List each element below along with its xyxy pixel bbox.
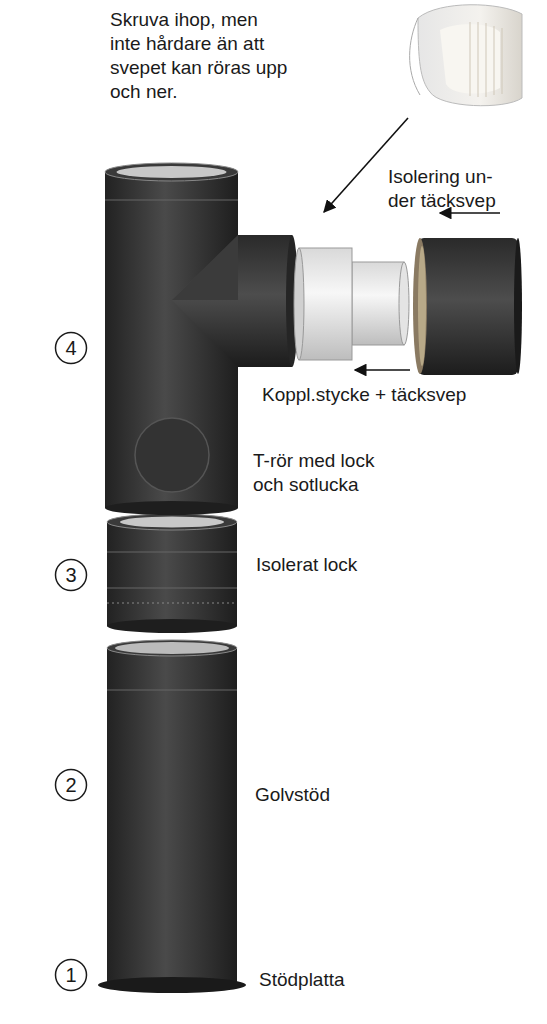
insulation-wrap bbox=[410, 5, 522, 106]
insulated-lid bbox=[107, 514, 237, 633]
leader-arrows bbox=[324, 118, 500, 370]
part-label: Isolering un- der täcksvep bbox=[388, 165, 506, 213]
support-plate bbox=[98, 977, 246, 993]
callout-circle: 3 bbox=[54, 558, 88, 592]
callout-number: 2 bbox=[54, 768, 88, 802]
callout-circle: 4 bbox=[54, 331, 88, 365]
callout-number: 1 bbox=[54, 958, 88, 992]
cover-sleeve bbox=[413, 238, 522, 375]
part-label: Golvstöd bbox=[255, 783, 455, 807]
callout-circle: 1 bbox=[54, 958, 88, 992]
part-label: Skruva ihop, men inte hårdare än att sve… bbox=[110, 8, 290, 104]
part-label: Koppl.stycke + täcksvep bbox=[262, 383, 532, 407]
floor-support bbox=[107, 640, 237, 985]
callout-circle: 2 bbox=[54, 768, 88, 802]
callout-number: 3 bbox=[54, 558, 88, 592]
coupling-piece bbox=[294, 248, 409, 360]
part-label: T-rör med lock och sotlucka bbox=[253, 449, 393, 497]
part-label: Stödplatta bbox=[259, 968, 459, 992]
callout-number: 4 bbox=[54, 331, 88, 365]
part-label: Isolerat lock bbox=[256, 553, 456, 577]
